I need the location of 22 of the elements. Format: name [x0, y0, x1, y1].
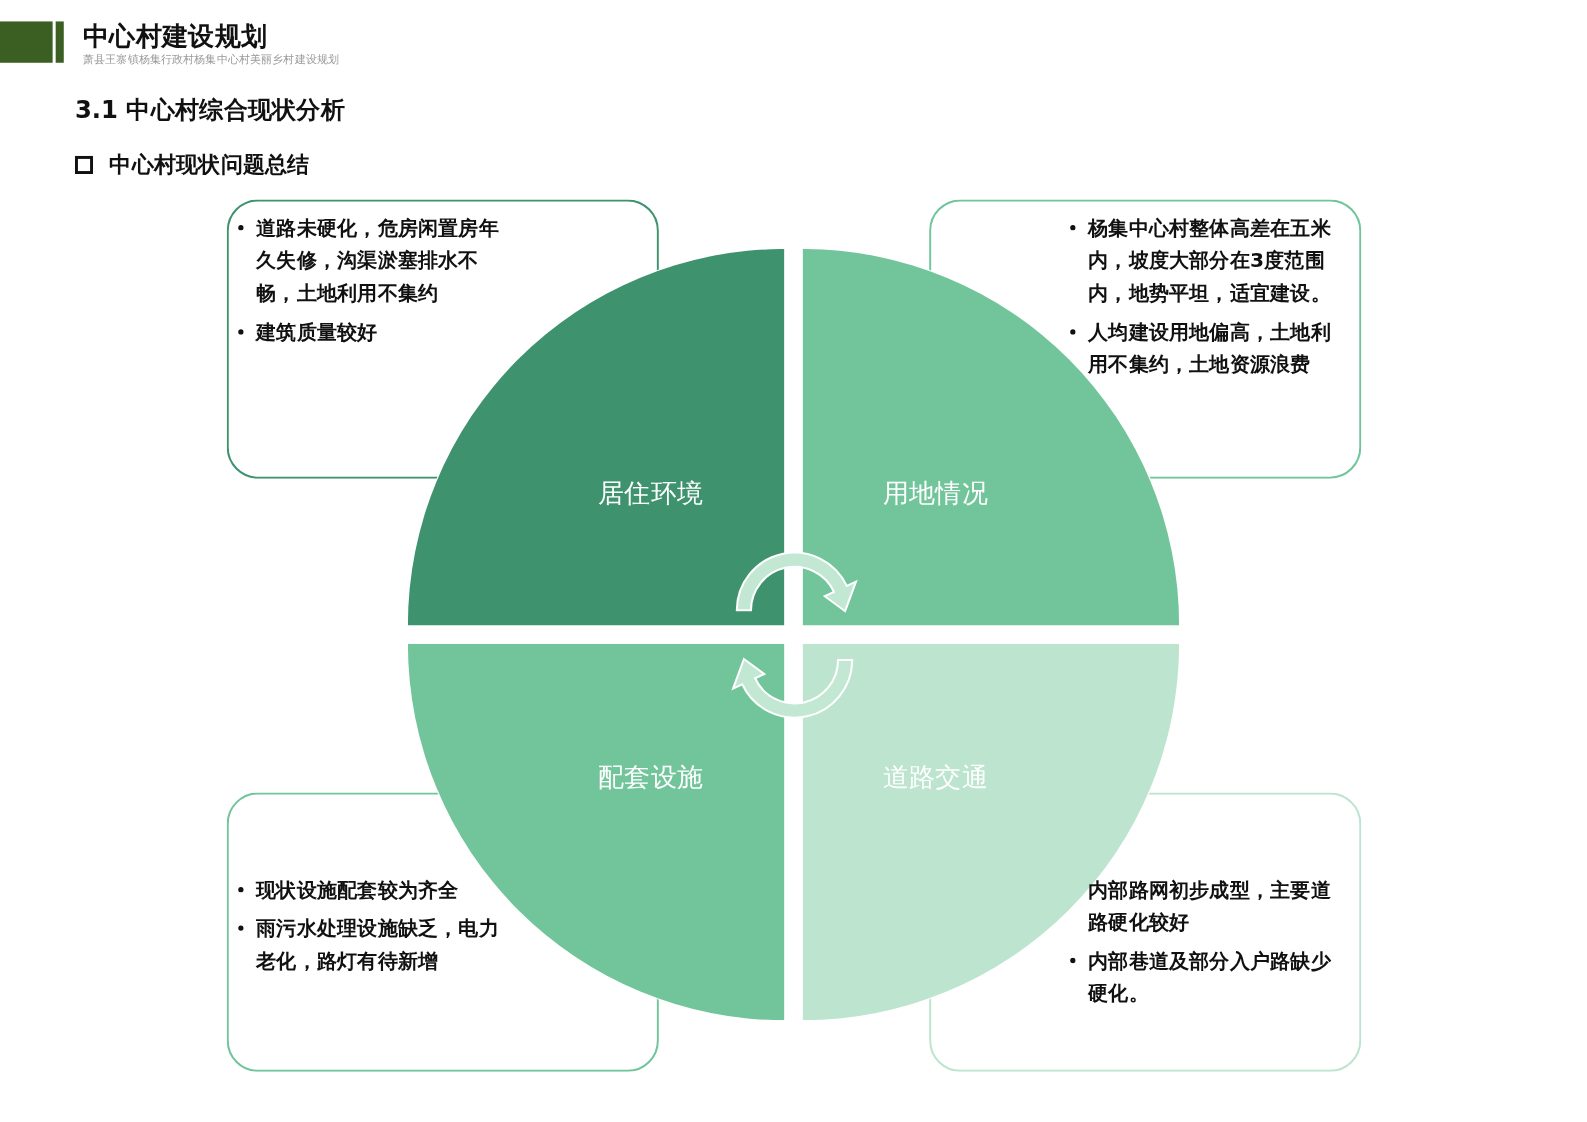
subheading: 中心村现状问题总结: [109, 150, 310, 180]
page-title: 中心村建设规划: [83, 19, 268, 53]
bullet-text: 内部路网初步成型，主要道路硬化较好: [1088, 876, 1332, 937]
bullet-text: 建筑质量较好: [256, 318, 379, 347]
cycle-arrow: [735, 551, 857, 613]
segment-label: 居住环境: [598, 476, 704, 510]
cycle-arrow: [732, 658, 854, 719]
bullet-text: 杨集中心村整体高差在五米内，坡度大部分在3度范围内，地势平坦，适宜建设。: [1088, 214, 1332, 307]
bullet-text: 道路未硬化，危房闲置房年久失修，沟渠淤塞排水不畅，土地利用不集约: [256, 214, 500, 307]
bullet-text: 内部巷道及部分入户路缺少硬化。: [1088, 947, 1332, 1008]
bullet-text: 现状设施配套较为齐全: [256, 876, 460, 904]
segment-label: 用地情况: [882, 476, 988, 510]
segment-label: 配套设施: [598, 760, 704, 794]
subtitle: 萧县王寨镇杨集行政村杨集中心村美丽乡村建设规划: [83, 52, 340, 67]
text-card: [929, 792, 1362, 1072]
bullet-text: 雨污水处理设施缺乏，电力老化，路灯有待新增: [256, 914, 500, 975]
text-card: [929, 199, 1362, 479]
segment-label: 道路交通: [882, 760, 988, 794]
text-card: [226, 199, 659, 479]
section-heading: 3.1 中心村综合现状分析: [74, 95, 345, 127]
bullet-text: 人均建设用地偏高，土地利用不集约，土地资源浪费: [1088, 318, 1332, 379]
text-card: [226, 792, 659, 1072]
